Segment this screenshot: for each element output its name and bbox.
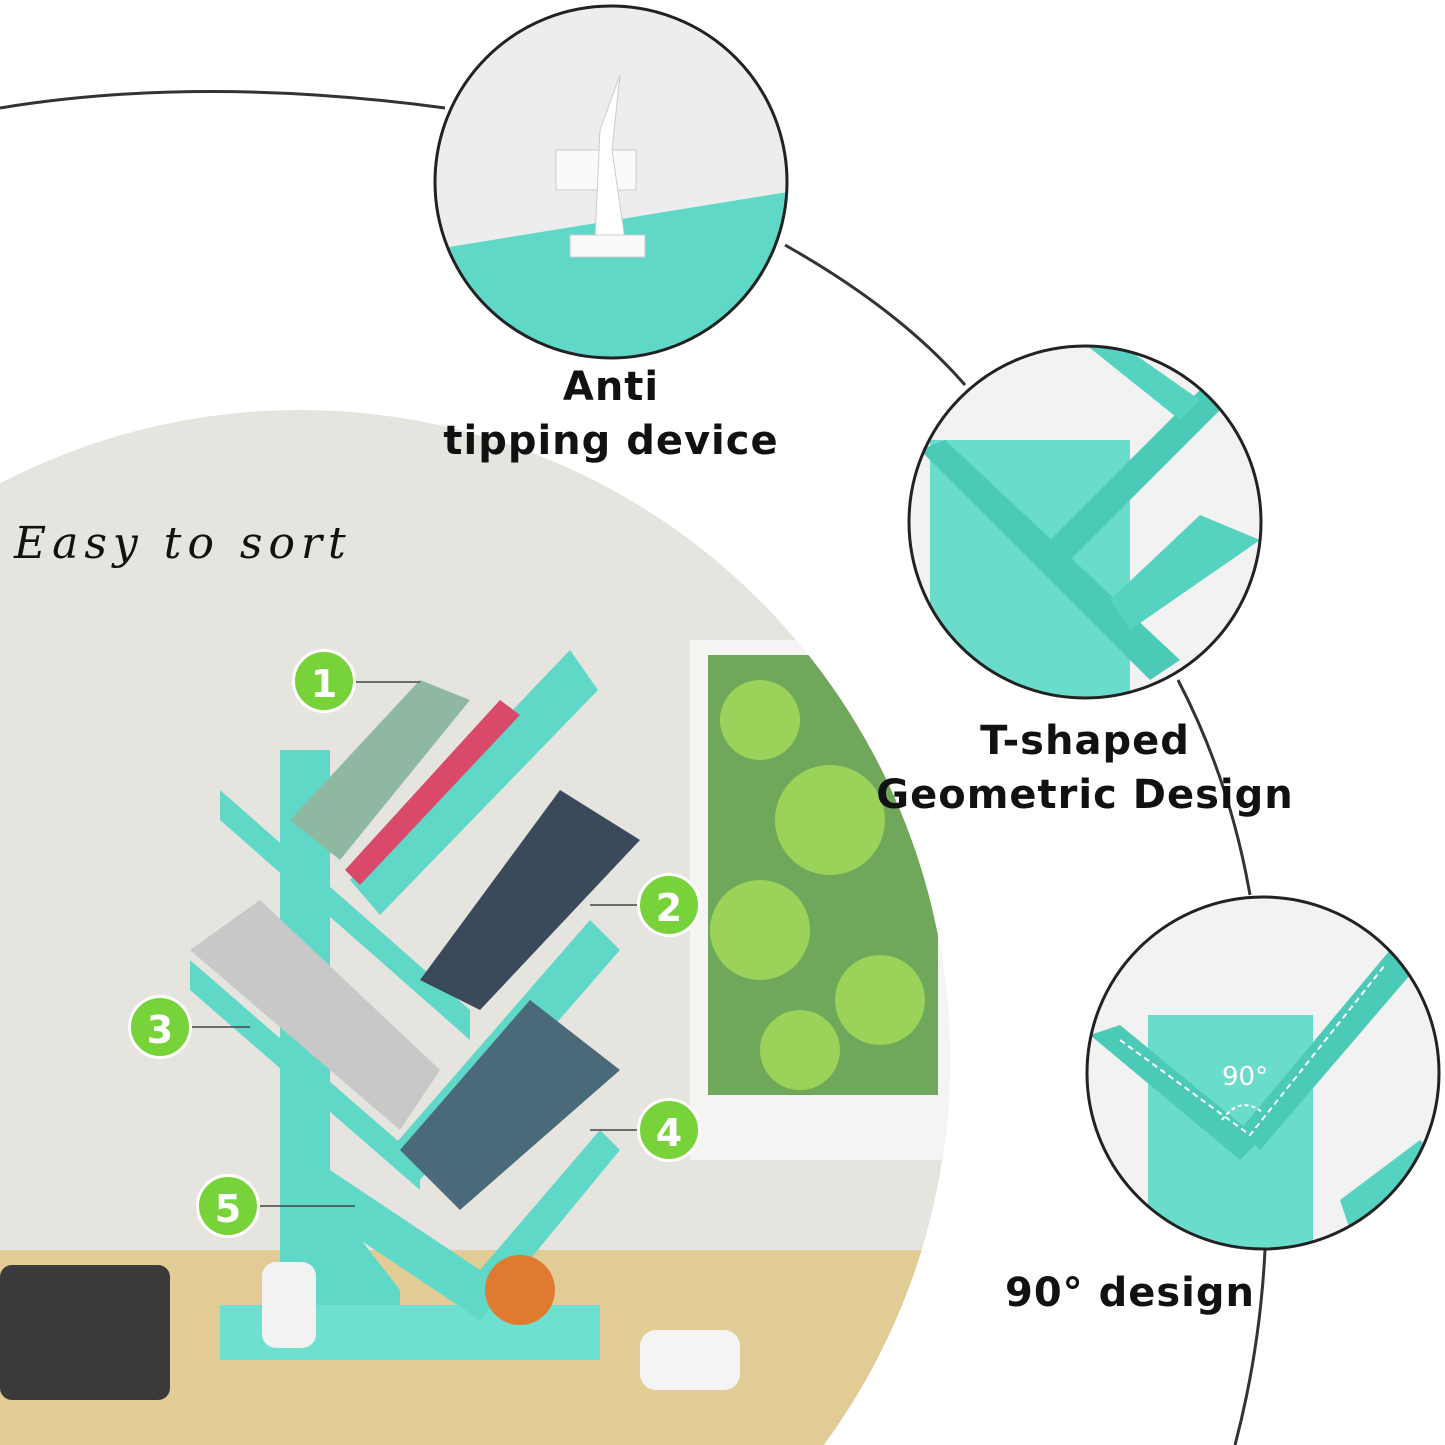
t-shaped-photo: [909, 346, 1261, 698]
label-line: Anti: [562, 364, 660, 410]
main-photo: [0, 410, 950, 1445]
caption-easy-to-sort: Easy to sort: [14, 518, 352, 569]
label-line: T-shaped: [980, 718, 1190, 764]
angle-callout: 90°: [1222, 1062, 1269, 1092]
label-line: Geometric Design: [876, 772, 1294, 818]
number-badge-4: 4: [637, 1098, 701, 1162]
number-badge-2: 2: [637, 873, 701, 937]
90-degree-photo: [1087, 897, 1439, 1249]
anti-tipping-photo: [435, 6, 787, 358]
label-line: tipping device: [443, 418, 779, 464]
number-badge-5: 5: [196, 1174, 260, 1238]
number-badge-1: 1: [292, 649, 356, 713]
feature-label-anti-tipping: Anti tipping device: [411, 360, 811, 468]
connector-arc: [0, 90, 1267, 1445]
feature-label-90-degree: 90° design: [980, 1266, 1280, 1320]
number-badge-3: 3: [128, 995, 192, 1059]
label-line: 90° design: [1005, 1270, 1255, 1316]
feature-label-t-shaped: T-shaped Geometric Design: [860, 714, 1310, 822]
